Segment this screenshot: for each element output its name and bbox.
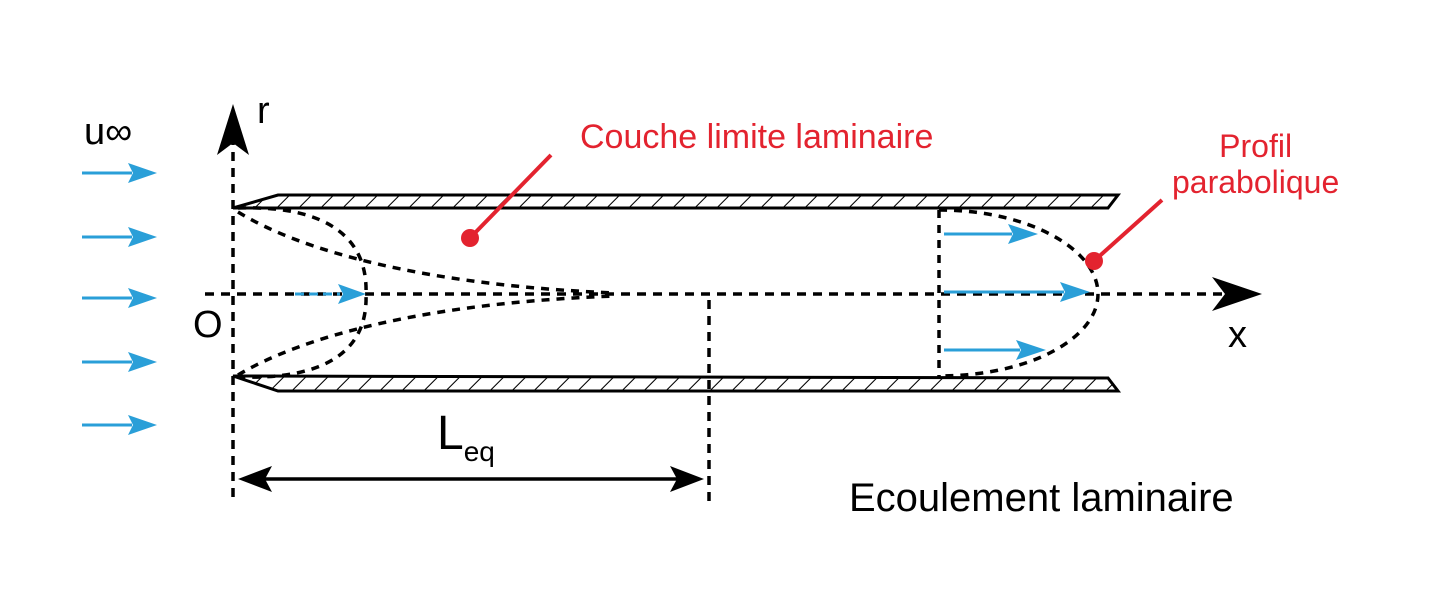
boundary-layer-curves [237, 210, 616, 377]
origin-label: O [193, 304, 223, 346]
radial-axis [217, 104, 249, 497]
inlet-velocity-arrows [82, 163, 157, 435]
inlet-arrow-3 [82, 288, 157, 308]
boundary-layer-top [237, 210, 616, 295]
profile-annotation-line-2: parabolique [1172, 164, 1340, 200]
inlet-arrow-4 [82, 352, 157, 372]
entrance-length-subscript: eq [463, 436, 495, 467]
inlet-velocity-profile [237, 206, 368, 379]
boundary-layer-leader [461, 153, 553, 247]
boundary-layer-bottom [237, 294, 616, 377]
top-pipe-wall [232, 193, 1122, 210]
axial-axis [205, 277, 1262, 311]
profile-annotation-line-1: Profil [1219, 128, 1293, 164]
annotation-leaders [461, 153, 1164, 270]
boundary-layer-annotation: Couche limite laminaire [580, 118, 934, 156]
inlet-arrow-5 [82, 415, 157, 435]
inlet-arrow-1 [82, 163, 157, 183]
inlet-arrow-2 [82, 227, 157, 247]
radial-axis-label: r [257, 90, 270, 132]
profile-leader [1085, 198, 1164, 270]
entrance-length-label: Leq [437, 410, 495, 466]
profile-arrow-center [944, 282, 1090, 302]
axial-axis-label: x [1228, 314, 1247, 356]
bottom-pipe-wall [232, 374, 1122, 393]
profile-arrow-upper [944, 224, 1038, 244]
parabolic-velocity-profile [937, 208, 1100, 378]
entrance-length-symbol: L [437, 407, 464, 460]
entrance-length-dimension [238, 300, 711, 505]
flow-regime-caption: Ecoulement laminaire [849, 476, 1234, 520]
free-stream-velocity-label: u∞ [84, 111, 133, 153]
parabolic-profile-annotation: Profil parabolique [1172, 128, 1339, 200]
profile-arrow-lower [944, 340, 1046, 360]
